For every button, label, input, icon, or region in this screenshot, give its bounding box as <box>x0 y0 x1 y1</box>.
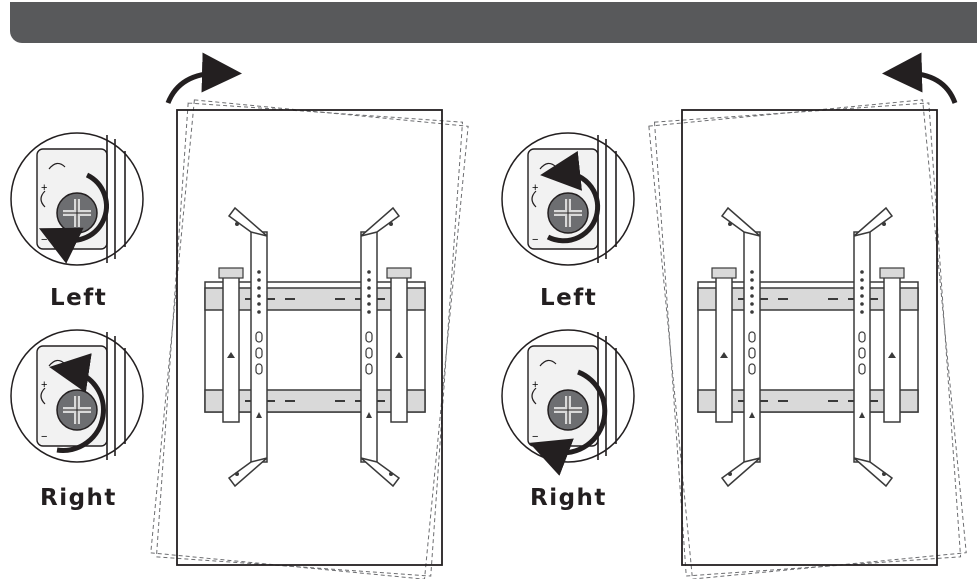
screw-closeup-right-top <box>502 133 634 265</box>
header-bar <box>10 2 977 43</box>
screw-closeup-left-bottom <box>11 330 143 462</box>
left-display-panel <box>150 52 469 579</box>
label-left: Left <box>540 285 598 311</box>
tilted-display-outline <box>155 102 464 577</box>
label-left: Left <box>50 285 108 311</box>
tilted-display-outline <box>150 99 469 579</box>
screw-closeup-right-bottom <box>502 330 634 476</box>
counterclockwise-arrow-icon <box>540 151 601 244</box>
rotate-clockwise-arrow-icon <box>165 52 242 104</box>
right-display-panel <box>648 52 967 579</box>
clockwise-arrow-icon <box>529 369 608 476</box>
counterclockwise-arrow-icon <box>49 353 106 453</box>
wall-mount <box>204 207 426 487</box>
clockwise-arrow-icon <box>38 172 109 264</box>
label-right: Right <box>40 485 117 511</box>
tilted-display-outline <box>648 99 967 579</box>
tilted-display-outline <box>653 102 962 577</box>
display-outline <box>681 109 938 566</box>
wall-mount <box>697 207 919 487</box>
screw-closeup-left-top <box>11 133 143 265</box>
display-outline <box>176 109 443 566</box>
rotate-counterclockwise-arrow-icon <box>882 52 958 104</box>
label-right: Right <box>530 485 607 511</box>
